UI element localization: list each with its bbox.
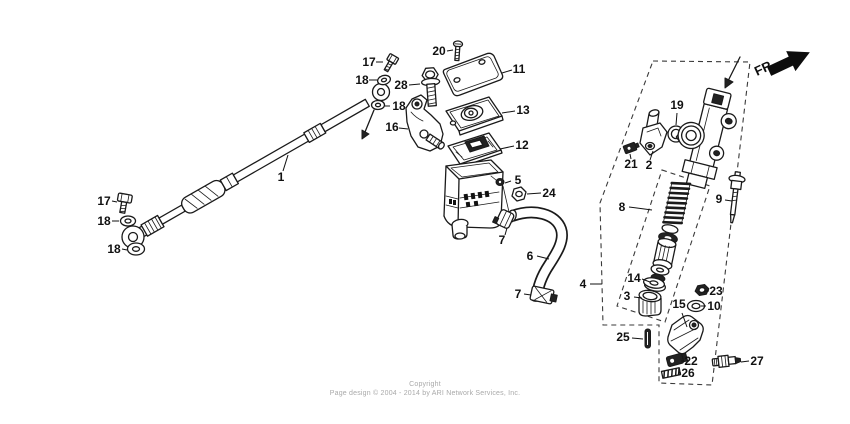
part-drawing-cup-3 <box>638 289 662 317</box>
part-label-26[interactable]: 26 <box>681 366 695 380</box>
leader-line-13 <box>501 110 516 114</box>
part-label-12[interactable]: 12 <box>515 138 529 152</box>
part-drawing-clamp-7-lower <box>529 285 558 305</box>
part-label-23[interactable]: 23 <box>709 284 723 298</box>
part-drawing-switch-27 <box>711 354 742 368</box>
part-label-7b[interactable]: 7 <box>515 287 522 301</box>
leader-line-28 <box>408 83 421 86</box>
dashed-outline-piston-kit-8 <box>616 169 711 323</box>
leader-line-20 <box>446 49 454 52</box>
part-label-13[interactable]: 13 <box>516 103 530 117</box>
part-label-18c[interactable]: 18 <box>355 73 369 87</box>
part-label-24[interactable]: 24 <box>542 186 556 200</box>
part-drawing-washer-18-left-upper <box>119 215 137 227</box>
part-label-18a[interactable]: 18 <box>97 214 111 228</box>
leader-line-2 <box>649 150 654 161</box>
dashed-outline-master-cylinder-assembly <box>599 60 751 386</box>
pointer-arrow-rod-end <box>361 109 375 140</box>
part-label-8[interactable]: 8 <box>619 200 626 214</box>
part-drawing-nut-24 <box>511 186 527 202</box>
part-drawing-washer-18-top-lower <box>370 99 386 111</box>
part-drawing-rod-9 <box>728 171 746 224</box>
part-drawing-knuckle-15 <box>667 314 704 355</box>
leader-line-15 <box>681 312 688 328</box>
part-drawing-push-rod <box>121 82 391 249</box>
part-label-14[interactable]: 14 <box>627 271 641 285</box>
leader-line-21 <box>629 153 632 160</box>
part-drawing-reservoir-tank <box>443 159 504 240</box>
part-label-20[interactable]: 20 <box>432 44 446 58</box>
part-label-28[interactable]: 28 <box>394 78 408 92</box>
part-label-11[interactable]: 11 <box>513 62 526 76</box>
part-drawing-spring <box>662 181 692 225</box>
copyright-line1: Copyright <box>409 381 441 388</box>
part-drawing-cover-11 <box>442 52 504 97</box>
leader-line-24 <box>526 192 542 195</box>
part-label-16[interactable]: 16 <box>385 120 399 134</box>
part-label-17b[interactable]: 17 <box>362 55 376 69</box>
part-label-1[interactable]: 1 <box>278 170 285 184</box>
part-drawing-fitting-5 <box>490 175 510 213</box>
copyright-line2: Page design © 2004 - 2014 by ARI Network… <box>329 389 521 397</box>
part-drawing-plate-13 <box>445 96 504 136</box>
part-drawing-elbow-joint-2 <box>639 109 668 156</box>
fr-direction-label: FR. <box>752 56 777 78</box>
part-drawing-bolt-21 <box>622 141 640 155</box>
leader-line-16 <box>398 127 409 130</box>
part-drawing-washer-18-left-lower <box>126 242 146 256</box>
leader-line-7b <box>523 293 532 296</box>
part-drawing-piston <box>652 238 677 270</box>
part-drawing-nut-23 <box>694 283 710 297</box>
part-label-18d[interactable]: 18 <box>392 99 406 113</box>
part-label-18b[interactable]: 18 <box>107 242 121 256</box>
leader-line-5 <box>504 180 512 184</box>
part-label-4[interactable]: 4 <box>580 277 587 291</box>
leader-line-14 <box>641 278 651 283</box>
part-label-22[interactable]: 22 <box>684 354 698 368</box>
leader-line-3 <box>633 296 643 299</box>
part-label-9[interactable]: 9 <box>716 192 723 206</box>
pointer-arrow-master-cylinder <box>724 56 741 89</box>
part-label-25[interactable]: 25 <box>616 330 630 344</box>
part-label-17a[interactable]: 17 <box>97 194 111 208</box>
part-drawing-screw-20 <box>452 40 464 62</box>
leader-line-19 <box>675 112 678 126</box>
part-drawing-bracket-16 <box>405 94 445 152</box>
part-drawing-master-cylinder-body <box>675 87 737 190</box>
part-label-7a[interactable]: 7 <box>499 233 506 247</box>
leader-line-27 <box>740 360 750 363</box>
leader-line-1 <box>282 154 289 172</box>
leader-line-25 <box>631 337 644 340</box>
leader-line-6 <box>536 255 550 260</box>
part-drawing-pin-25 <box>644 328 651 349</box>
part-label-2[interactable]: 2 <box>646 158 653 172</box>
part-drawing-bolt-17-left <box>116 192 133 214</box>
part-drawing-washer-18-top-upper <box>376 74 392 86</box>
part-label-3[interactable]: 3 <box>624 289 631 303</box>
leader-line-12 <box>499 145 515 150</box>
part-drawing-clamp-7-upper <box>492 209 515 229</box>
part-label-15[interactable]: 15 <box>672 297 686 311</box>
part-label-10[interactable]: 10 <box>707 299 721 313</box>
leader-line-18b <box>121 248 128 251</box>
footer-copyright: Copyright Page design © 2004 - 2014 by A… <box>0 381 850 398</box>
part-label-21[interactable]: 21 <box>624 157 638 171</box>
leader-line-8 <box>628 206 653 211</box>
part-drawing-clevis-22 <box>665 352 689 367</box>
leader-line-9 <box>724 199 733 202</box>
leader-line-7a <box>504 227 508 236</box>
part-label-5[interactable]: 5 <box>515 173 522 187</box>
part-label-6[interactable]: 6 <box>527 249 534 263</box>
part-label-27[interactable]: 27 <box>750 354 764 368</box>
leader-line-11 <box>501 69 513 74</box>
leader-line-17a <box>111 200 118 203</box>
part-drawing-bolt-17-top <box>383 53 400 73</box>
part-drawing-spring-pin-26 <box>660 367 682 379</box>
part-drawing-bolt-28 <box>420 67 441 107</box>
part-label-19[interactable]: 19 <box>670 98 684 112</box>
fr-direction-arrow: FR. <box>752 51 810 79</box>
